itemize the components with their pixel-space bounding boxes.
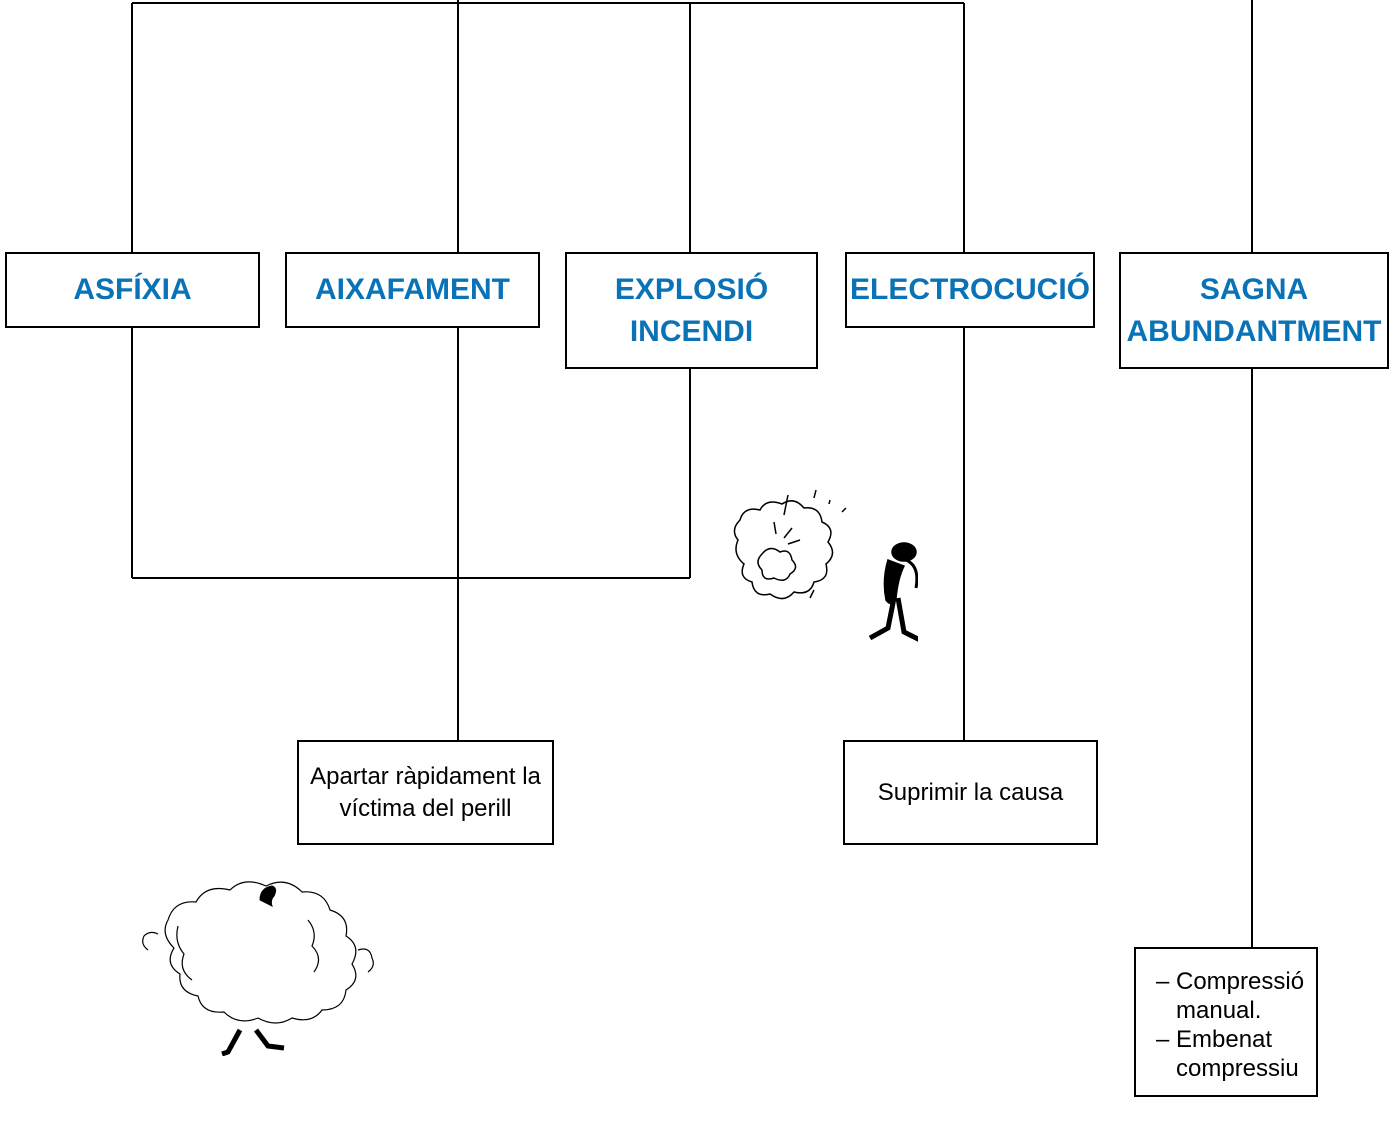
action-apartar-line-1: Apartar ràpidament la: [310, 762, 541, 790]
action-apartar: Apartar ràpidament la víctima del perill: [297, 740, 554, 845]
list-item: – Compressió manual.: [1156, 967, 1316, 1025]
category-asfixia-label: ASFÍXIA: [73, 269, 191, 311]
explosion-cloud-figure-icon: [733, 489, 918, 642]
category-electrocucio-label: ELECTROCUCIÓ: [850, 269, 1090, 311]
smoke-cloud-figure-icon: [142, 881, 374, 1056]
action-compressio: – Compressió manual. – Embenat compressi…: [1134, 947, 1318, 1097]
list-item: – Embenat compressiu: [1156, 1025, 1316, 1083]
action-suprimir: Suprimir la causa: [843, 740, 1098, 845]
category-aixafament-label: AIXAFAMENT: [315, 269, 510, 311]
list-dash: –: [1156, 1026, 1170, 1053]
action-apartar-text: Apartar ràpidament la víctima del perill: [310, 761, 541, 825]
category-explosio-label: EXPLOSIÓ INCENDI: [615, 269, 768, 353]
category-sagna-line-2: ABUNDANTMENT: [1126, 314, 1382, 348]
list-item-line-1: Compressió: [1176, 968, 1305, 995]
category-explosio-incendi: EXPLOSIÓ INCENDI: [565, 252, 818, 369]
category-sagna-abundantment: SAGNA ABUNDANTMENT: [1119, 252, 1389, 369]
category-electrocucio: ELECTROCUCIÓ: [845, 252, 1095, 328]
action-suprimir-text: Suprimir la causa: [878, 777, 1063, 809]
category-asfixia: ASFÍXIA: [5, 252, 260, 328]
category-sagna-label: SAGNA ABUNDANTMENT: [1127, 269, 1382, 353]
category-explosio-line-1: EXPLOSIÓ: [614, 272, 769, 306]
list-item-line-1: Embenat: [1176, 1026, 1273, 1053]
category-electrocucio-line-1: ELECTROCUCIÓ: [850, 273, 1090, 306]
action-suprimir-line-1: Suprimir la causa: [877, 778, 1064, 806]
action-apartar-line-2: víctima del perill: [339, 794, 512, 822]
list-item-line-2: compressiu: [1176, 1055, 1299, 1082]
list-item-line-2: manual.: [1176, 997, 1262, 1024]
list-dash: –: [1156, 968, 1170, 995]
category-explosio-line-2: INCENDI: [629, 314, 754, 348]
category-aixafament-line-1: AIXAFAMENT: [315, 273, 510, 306]
category-sagna-line-1: SAGNA: [1199, 272, 1309, 306]
category-asfixia-line-1: ASFÍXIA: [73, 273, 192, 306]
category-aixafament: AIXAFAMENT: [285, 252, 540, 328]
